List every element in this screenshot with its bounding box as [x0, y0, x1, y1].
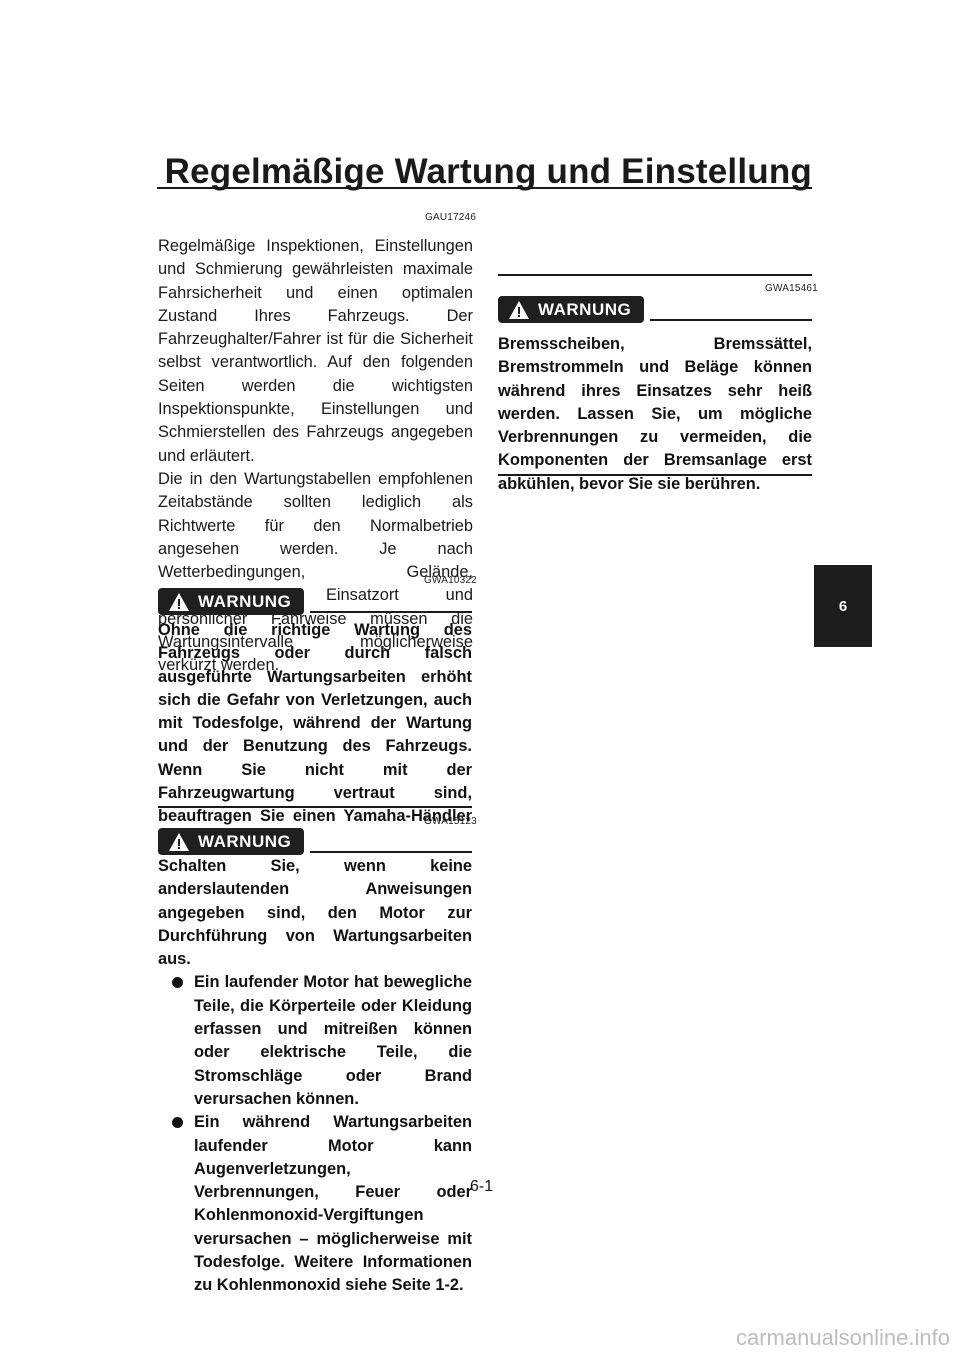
warning-rule [310, 851, 472, 853]
page-number: 6-1 [470, 1178, 494, 1195]
warning-label: WARNUNG [538, 299, 632, 319]
warning-rule [650, 319, 812, 321]
warning-end-rule [158, 806, 472, 808]
warning-2-intro: Schalten Sie, wenn keine anderslautenden… [158, 857, 472, 969]
warning-end-rule [498, 474, 812, 476]
intro-paragraph-1: Regelmäßige Inspektionen, Einstellungen … [158, 237, 473, 465]
warning-text-3: Bremsscheiben, Bremssättel, Bremstrommel… [498, 335, 812, 493]
chapter-tab: 6 [814, 565, 872, 647]
warning-code-2: GWA15123 [424, 816, 477, 827]
warning-triangle-icon [509, 300, 529, 319]
warning-code-3: GWA15461 [765, 283, 818, 294]
warning-label: WARNUNG [198, 831, 292, 851]
warning-rule [310, 611, 472, 613]
warning-triangle-icon [169, 832, 189, 851]
title-divider [157, 187, 812, 189]
bullet-icon [172, 1117, 183, 1129]
warning-text-1: Ohne die richtige Wartung des Fahrzeugs … [158, 621, 472, 849]
warning-text-2: Schalten Sie, wenn keine anderslautenden… [158, 855, 472, 1298]
warning-end-rule [498, 274, 812, 276]
warning-badge-3: WARNUNG [498, 296, 644, 323]
list-item: Ein laufender Motor hat bewegliche Teile… [172, 971, 472, 1111]
bullet-icon [172, 977, 183, 989]
page-title: Regelmäßige Wartung und Einstellung [164, 152, 812, 191]
section-code: GAU17246 [425, 212, 477, 223]
warning-label: WARNUNG [198, 591, 292, 611]
warning-badge-1: WARNUNG [158, 588, 304, 615]
watermark: carmanualsonline.info [735, 1325, 950, 1350]
intro-text: Regelmäßige Inspektionen, Einstellungen … [158, 235, 473, 678]
warning-triangle-icon [169, 592, 189, 611]
warning-badge-2: WARNUNG [158, 828, 304, 855]
warning-code-1: GWA10322 [424, 575, 477, 586]
list-item: Ein während Wartungsarbeiten laufender M… [172, 1111, 472, 1297]
